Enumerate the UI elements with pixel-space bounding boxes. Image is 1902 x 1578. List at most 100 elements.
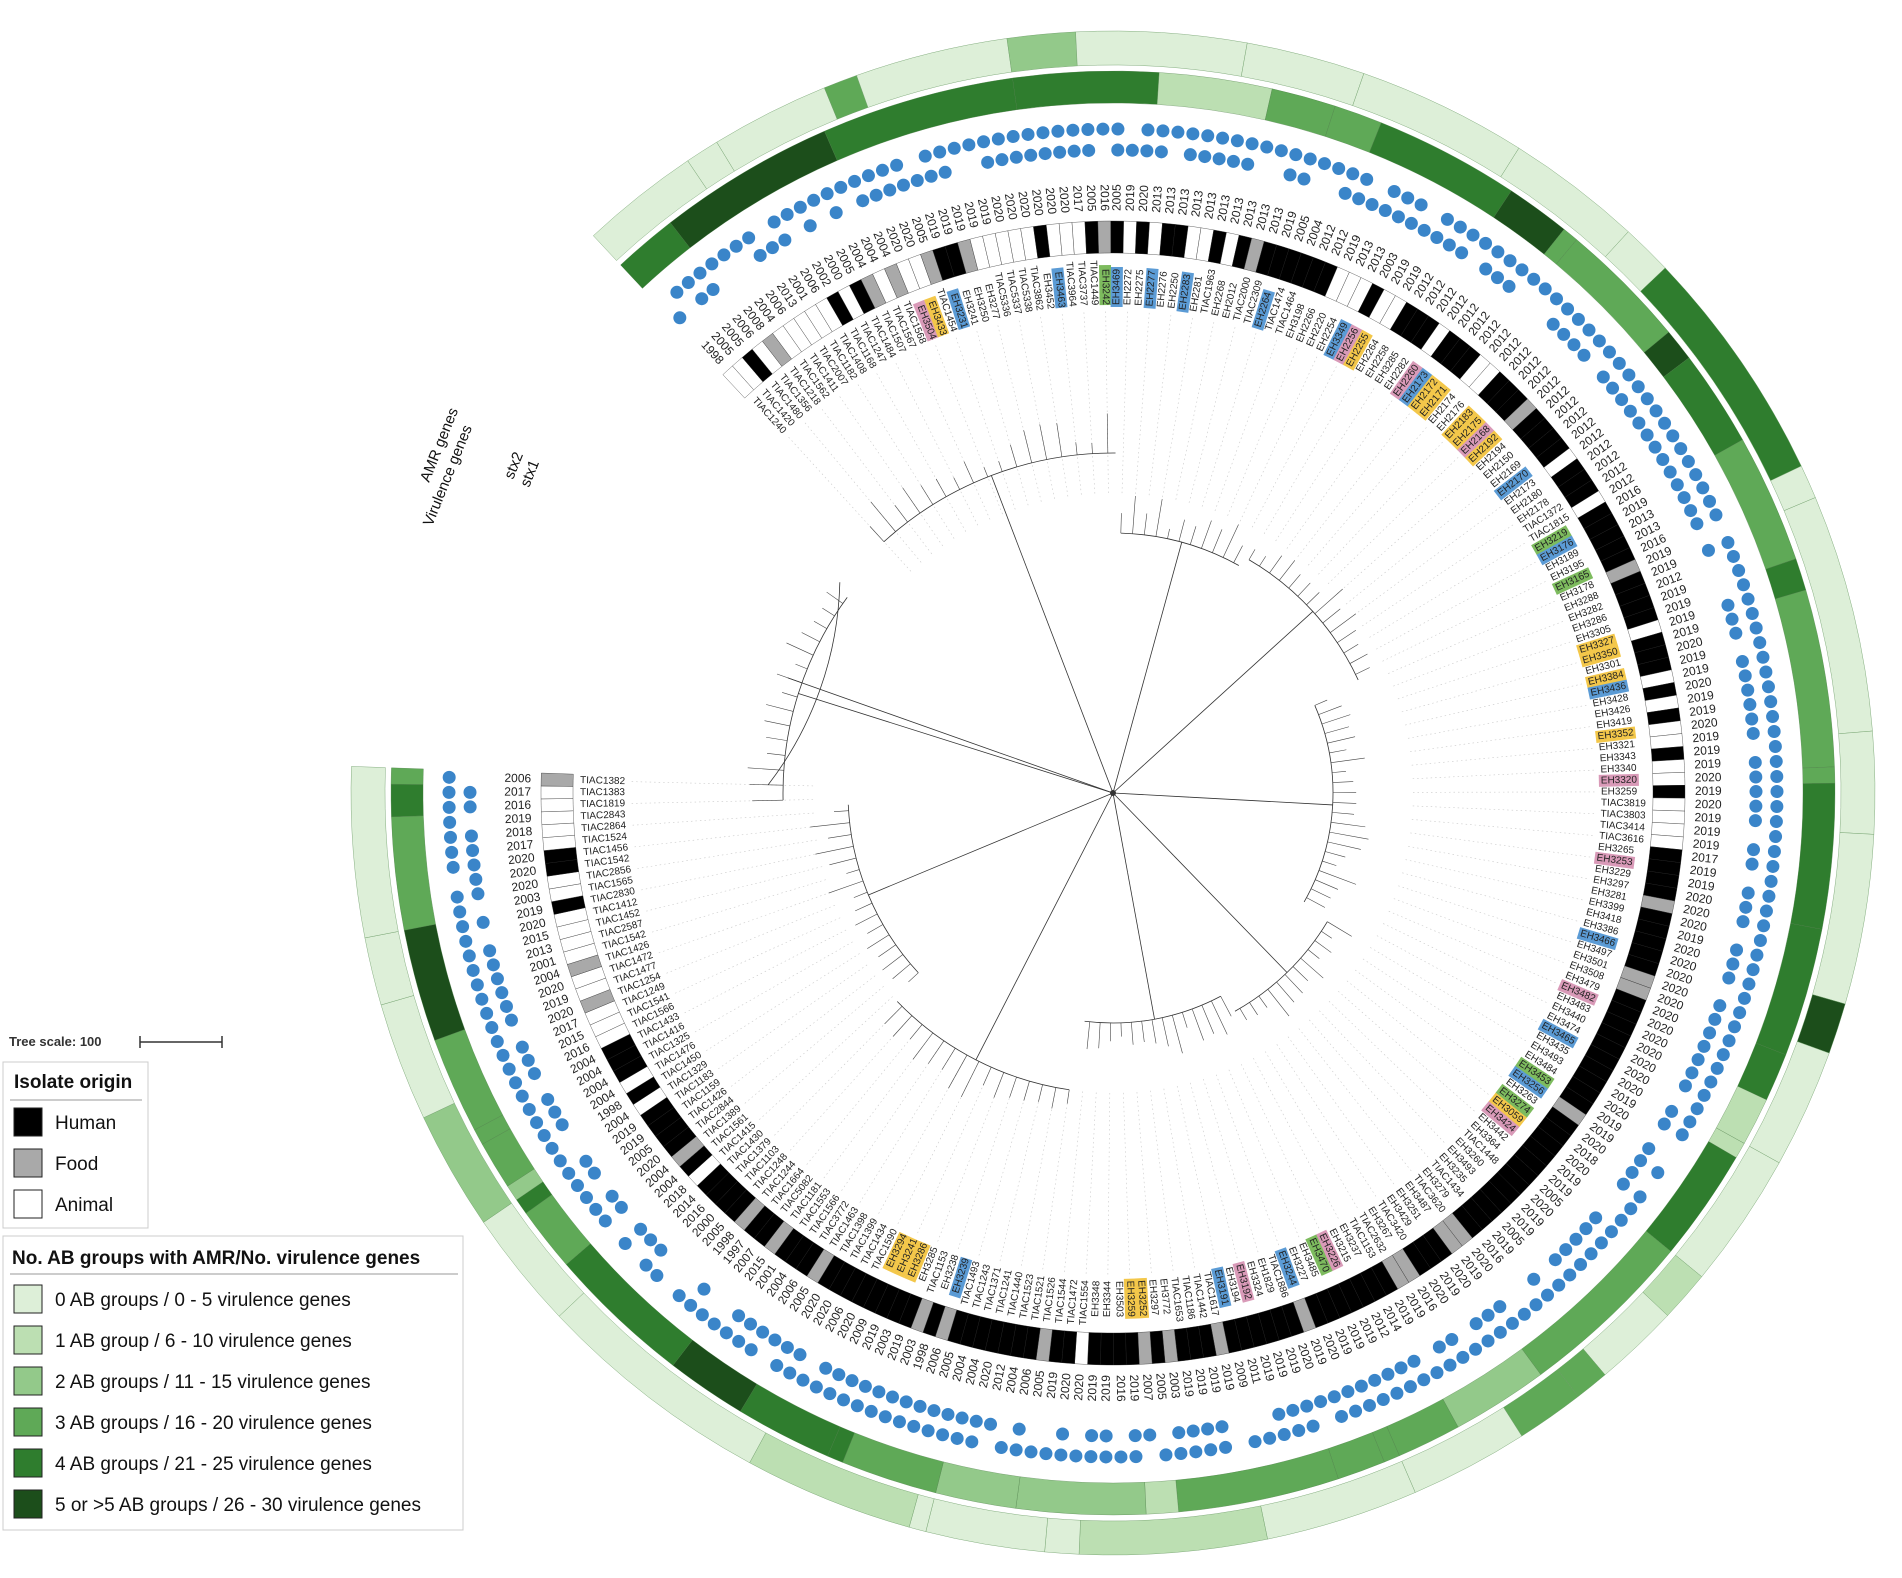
leaf-branch — [1288, 574, 1301, 589]
leaf-branch — [1201, 520, 1212, 549]
isolate-label-group: EH3469 — [1110, 266, 1123, 308]
stx1-dot-106 — [1746, 843, 1760, 857]
stx2-dot-176 — [1039, 1447, 1053, 1461]
leaf-guide — [1410, 832, 1591, 858]
stx2-dot-162 — [1248, 1435, 1262, 1449]
stx1-dot-156 — [1327, 1390, 1341, 1404]
leaf-branch — [1322, 860, 1337, 866]
stx1-dot-219 — [541, 1092, 555, 1106]
stx1-dot-125 — [1665, 1104, 1679, 1118]
leaf-guide — [1064, 1091, 1084, 1273]
year-label: 2019 — [1044, 1371, 1061, 1399]
stx2-dot-21 — [933, 145, 947, 159]
leaf-branch — [1332, 802, 1357, 804]
leaf-branch — [749, 784, 784, 786]
stx1-dot-107 — [1745, 857, 1759, 871]
isolate-highlight — [904, 1241, 931, 1283]
leaf-branch — [855, 902, 873, 912]
stx2-dot-218 — [530, 1116, 544, 1130]
stx1-dot-230 — [483, 944, 497, 958]
stx1-dot-101 — [1749, 770, 1763, 784]
stx1-dot-51 — [1365, 197, 1379, 211]
stx2-dot-42 — [1245, 137, 1259, 151]
stx2-dot-73 — [1631, 380, 1645, 394]
isolate-id-label: EH3503 — [1113, 1281, 1124, 1318]
isolate-label-group: EH3352 — [1595, 726, 1637, 744]
leaf-branch — [1098, 1022, 1101, 1049]
stx1-dot-9 — [778, 233, 792, 247]
leaf-guide — [674, 917, 841, 994]
clade-stem-3 — [1112, 792, 1190, 798]
leaf-branch — [1167, 528, 1170, 539]
legend-swatch-level-3 — [13, 1407, 43, 1437]
leaf-branch — [1327, 921, 1352, 937]
stx1-dot-143 — [1493, 1300, 1507, 1314]
stx1-dot-217 — [555, 1118, 569, 1132]
isolate-highlight — [1176, 271, 1194, 313]
leaf-guide — [1239, 356, 1318, 522]
year-label: 2017 — [504, 785, 531, 799]
stx2-dot-36 — [1156, 124, 1170, 138]
leaf-guide — [1362, 958, 1515, 1060]
stx2-dot-93 — [1756, 650, 1770, 664]
stx1-dot-114 — [1726, 957, 1740, 971]
isolate-id-label: EH2283 — [1177, 273, 1193, 311]
isolate-highlight — [1416, 382, 1451, 421]
isolate-highlight — [1143, 268, 1159, 309]
stx1-dot-8 — [765, 241, 779, 255]
leaf-branch — [1155, 499, 1163, 537]
leaf-branch — [1349, 653, 1368, 664]
stx2-dot-210 — [598, 1214, 612, 1228]
year-label: 2013 — [1227, 196, 1246, 225]
stx2-dot-133 — [1614, 1213, 1628, 1227]
stx2-dot-95 — [1761, 680, 1775, 694]
year-label: 2020 — [1056, 186, 1072, 214]
year-label: 2019 — [1688, 701, 1717, 719]
stx2-dot-129 — [1651, 1166, 1665, 1180]
origin-segment-31 — [1084, 221, 1099, 254]
leaf-guide — [658, 892, 831, 954]
leaf-branch — [747, 767, 784, 771]
leaf-guide — [1402, 872, 1578, 922]
year-label: 2019 — [1693, 743, 1721, 759]
leaf-guide — [1345, 489, 1488, 605]
leaf-branch — [1314, 588, 1343, 614]
leaf-branch — [1132, 495, 1136, 534]
stx1-dot-241 — [463, 785, 477, 799]
stx2-dot-37 — [1171, 125, 1185, 139]
leaf-guide — [878, 1054, 968, 1215]
stx2-dot-229 — [466, 963, 480, 977]
leaf-branch — [912, 1032, 934, 1060]
leaf-branch — [867, 934, 890, 949]
clade-stem-5 — [1112, 792, 1128, 873]
isolate-id-label: EH3259 — [1601, 786, 1638, 797]
leaf-guide — [1085, 1092, 1097, 1275]
stx2-dot-45 — [1289, 148, 1303, 162]
stx1-dot-145 — [1469, 1317, 1483, 1331]
clade-arc-7 — [847, 804, 919, 974]
leaf-branch — [867, 924, 884, 934]
stx1-dot-109 — [1741, 886, 1755, 900]
stx2-dot-71 — [1612, 356, 1626, 370]
isolate-id-label: EH3340 — [1600, 763, 1637, 776]
isolate-label-group: EH3772 — [1157, 1278, 1172, 1316]
leaf-guide — [633, 826, 815, 848]
stx2-dot-160 — [1277, 1428, 1291, 1442]
stx2-dot-61 — [1503, 254, 1517, 268]
year-label: 2019 — [1179, 1369, 1196, 1398]
year-label: 2013 — [1201, 191, 1219, 220]
stx2-dot-13 — [820, 187, 834, 201]
stx2-dot-109 — [1762, 889, 1776, 903]
leaf-branch — [1051, 1087, 1057, 1109]
leaf-guide — [1150, 1090, 1174, 1272]
stx2-dot-116 — [1737, 991, 1751, 1005]
stx1-dot-38 — [1183, 148, 1197, 162]
stx2-dot-10 — [780, 207, 794, 221]
leaf-guide — [957, 1076, 1017, 1250]
stx2-dot-78 — [1674, 442, 1688, 456]
stx1-dot-206 — [654, 1243, 668, 1257]
stx2-dot-126 — [1675, 1128, 1689, 1142]
isolate-highlight — [1098, 264, 1112, 306]
isolate-id-label: TIAC1524 — [582, 831, 628, 846]
origin-segment-104 — [1652, 809, 1685, 825]
